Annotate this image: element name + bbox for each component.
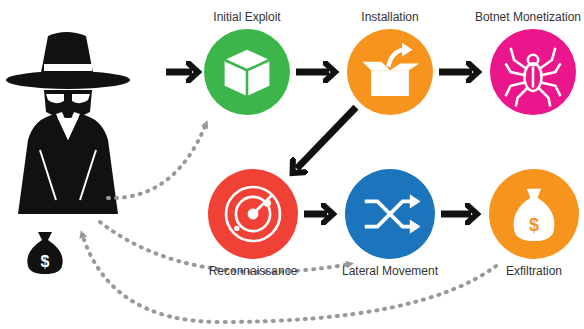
stage-circle: Installation (347, 29, 433, 115)
flow-arrow (297, 107, 356, 168)
dotted-path (82, 234, 496, 322)
stage-label: Installation (361, 10, 418, 24)
cube-icon (204, 29, 290, 115)
flow-arrow (304, 211, 327, 218)
stage-circle: Initial Exploit (204, 29, 290, 115)
stage-label: Reconnaissance (209, 264, 298, 278)
spider-icon (490, 29, 576, 115)
dotted-path (108, 124, 206, 198)
flow-arrow (439, 69, 472, 76)
stage-circle: Reconnaissance (208, 169, 298, 259)
stage-circle: Lateral Movement (345, 169, 435, 259)
hacker-figure (6, 32, 130, 214)
stage-label: Lateral Movement (342, 264, 438, 278)
dollar-sign: $ (41, 254, 50, 270)
radar-icon (208, 169, 298, 259)
stage-label: Initial Exploit (213, 10, 280, 24)
money-bag (27, 232, 62, 274)
stage-circle: Botnet Monetization (490, 29, 576, 115)
flow-arrow (296, 69, 329, 76)
flow-arrow (441, 211, 471, 218)
money-bag-icon (489, 169, 579, 259)
dollar-sign: $ (529, 216, 539, 234)
cross-arrows-icon (345, 169, 435, 259)
stage-circle: Exfiltration (489, 169, 579, 259)
stage-label: Botnet Monetization (475, 10, 581, 24)
open-box-icon (347, 29, 433, 115)
stage-label: Exfiltration (506, 264, 562, 278)
entry-arrow (166, 69, 192, 76)
